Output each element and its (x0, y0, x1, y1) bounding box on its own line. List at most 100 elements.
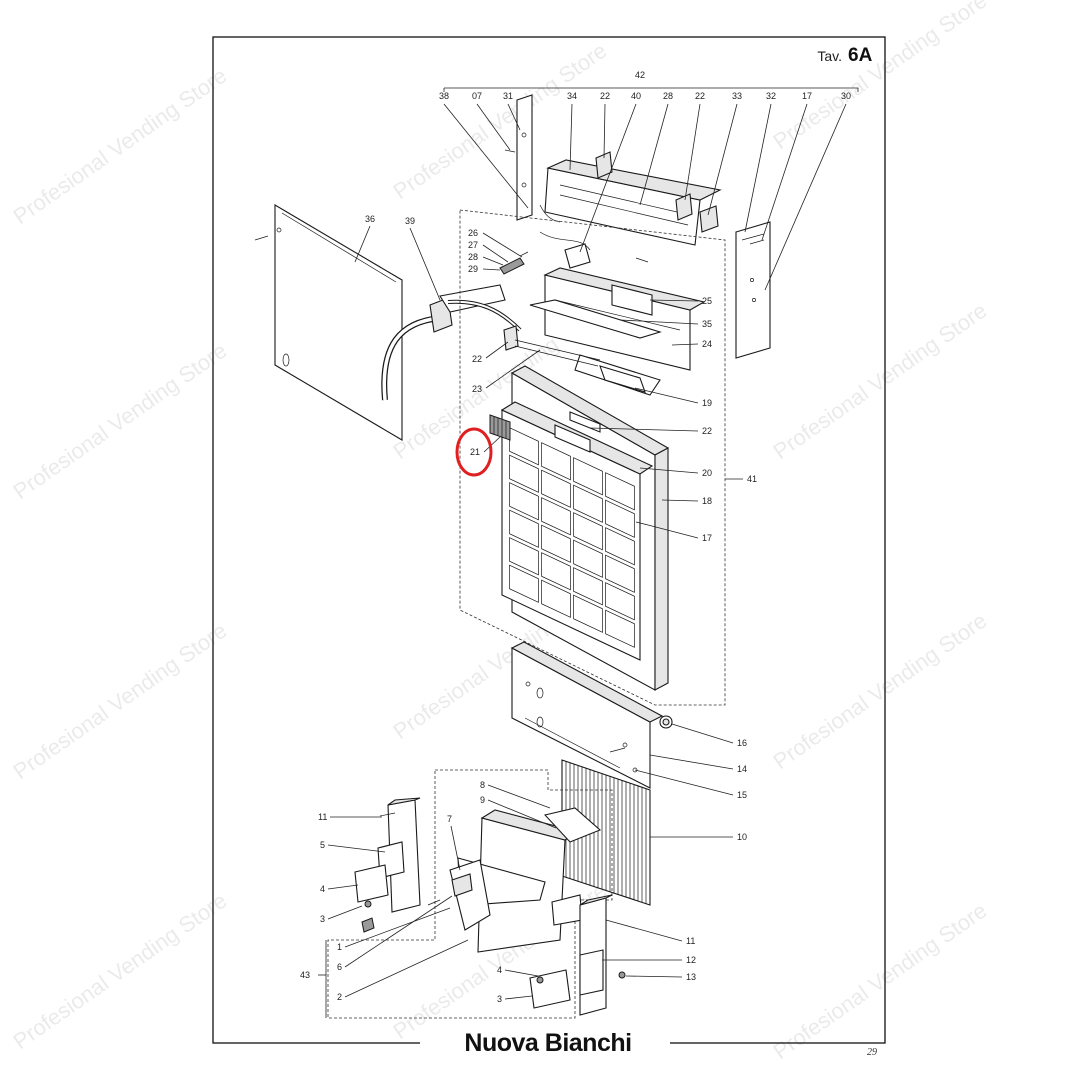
top-callout: 22 (600, 91, 610, 101)
callout-1: 1 (337, 942, 342, 952)
callout-23: 23 (472, 384, 482, 394)
lower-group-43: 1 6 43 2 (300, 895, 469, 1018)
callout-36: 36 (365, 214, 375, 224)
callout-3b: 3 (497, 994, 502, 1004)
grid-cell (573, 512, 603, 551)
grid-cell (509, 537, 539, 576)
grid-cell (541, 524, 571, 563)
callout-26: 26 (468, 228, 478, 238)
watermark-text: Profesional Vending Store (9, 888, 232, 1054)
grid-cell (573, 457, 603, 496)
chute-7: 7 8 9 (447, 780, 602, 953)
callout-11a: 11 (318, 812, 327, 822)
callout-13: 13 (686, 972, 696, 982)
callout-2: 2 (337, 992, 342, 1002)
tray-grid-cells (509, 427, 635, 648)
mounting-plate-14: 16 14 15 (510, 641, 747, 800)
callout-4b: 4 (497, 965, 502, 975)
top-callout: 30 (841, 91, 851, 101)
grid-cell (509, 509, 539, 548)
top-callout: 31 (503, 91, 513, 101)
table-header: Tav. 6A (817, 45, 872, 66)
highlight-circle (455, 427, 493, 477)
grid-cell (605, 472, 635, 511)
callout-17: 17 (702, 533, 712, 543)
callout-21: 21 (470, 447, 480, 457)
screw-set-26-29: 26 27 28 29 (468, 228, 529, 275)
table-number: 6A (848, 45, 873, 66)
watermark-text: Profesional Vending Store (9, 63, 232, 229)
grid-cell (541, 469, 571, 508)
callout-24: 24 (702, 339, 712, 349)
top-callout: 28 (663, 91, 673, 101)
grid-cell (541, 552, 571, 591)
grid-cell (509, 482, 539, 521)
grid-cell (573, 594, 603, 633)
grid-cell (573, 484, 603, 523)
top-callout: 33 (732, 91, 742, 101)
grid-cell (605, 609, 635, 648)
callout-18: 18 (702, 496, 712, 506)
callout-9: 9 (480, 795, 485, 805)
watermark-text: Profesional Vending Store (9, 618, 232, 784)
tray-grid-20: 22 20 18 17 41 (500, 365, 757, 691)
callout-8: 8 (480, 780, 485, 790)
page-number: 29 (867, 1047, 877, 1058)
brand-logo: Nuova Bianchi (464, 1029, 631, 1057)
grid-cell (541, 579, 571, 618)
callout-6: 6 (337, 962, 342, 972)
grid-cell (509, 427, 539, 466)
callout-14: 14 (737, 764, 747, 774)
callout-5: 5 (320, 840, 325, 850)
top-callout: 22 (695, 91, 705, 101)
assembly-41-outline (459, 209, 726, 706)
part-21-highlighted: 21 (455, 414, 511, 477)
callout-12: 12 (686, 955, 696, 965)
callout-16: 16 (737, 738, 747, 748)
cable-connector-39: 39 (381, 216, 522, 401)
top-callout: 40 (631, 91, 641, 101)
callout-43: 43 (300, 970, 310, 980)
callout-15: 15 (737, 790, 747, 800)
callout-29: 29 (468, 264, 478, 274)
callout-11b: 11 (686, 936, 695, 946)
callout-42: 42 (635, 70, 645, 80)
grid-cell (509, 564, 539, 603)
top-callout: 32 (766, 91, 776, 101)
watermark-text: Profesional Vending Store (769, 0, 992, 154)
grid-cell (573, 567, 603, 606)
callout-10: 10 (737, 832, 747, 842)
grid-cell (605, 554, 635, 593)
callout-39: 39 (405, 216, 415, 226)
footer: Nuova Bianchi 29 (420, 1025, 877, 1059)
top-callout: 07 (472, 91, 482, 101)
watermark-text: Profesional Vending Store (769, 608, 992, 774)
door-panel-36: 36 (254, 204, 403, 441)
callout-22a: 22 (472, 354, 482, 364)
table-prefix: Tav. (817, 48, 842, 64)
right-bracket-12: 11 12 13 4 3 (497, 894, 696, 1016)
grid-cell (509, 454, 539, 493)
grid-cell (605, 582, 635, 621)
top-callout: 17 (802, 91, 812, 101)
callout-27: 27 (468, 240, 478, 250)
callout-22b: 22 (702, 426, 712, 436)
callout-20: 20 (702, 468, 712, 478)
grid-cell (541, 442, 571, 481)
grid-cell (573, 539, 603, 578)
left-bracket-5: 11 5 4 3 (318, 797, 441, 933)
watermark-text: Profesional Vending Store (769, 898, 992, 1064)
grid-cell (605, 527, 635, 566)
callout-41: 41 (747, 474, 757, 484)
watermark-text: Profesional Vending Store (769, 298, 992, 464)
callout-4a: 4 (320, 884, 325, 894)
callout-3a: 3 (320, 914, 325, 924)
upper-frame-assembly: 25 35 24 19 22 23 (472, 267, 712, 408)
callout-28: 28 (468, 252, 478, 262)
watermark-text: Profesional Vending Store (9, 338, 232, 504)
grid-cell (605, 499, 635, 538)
